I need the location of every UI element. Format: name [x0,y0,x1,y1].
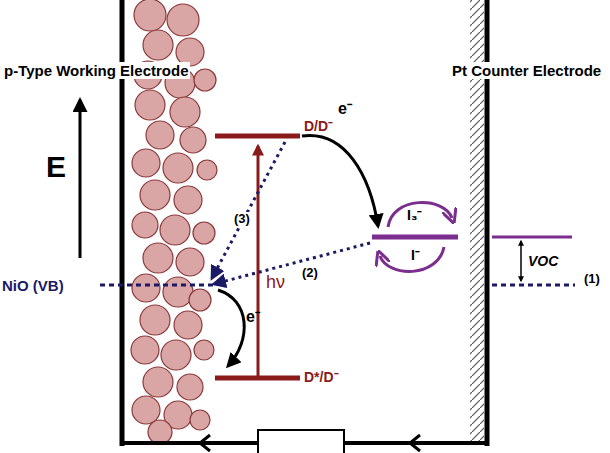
redox-cycle-top [388,202,452,227]
nio-particle [132,149,160,177]
redox-level [372,235,458,240]
callout-number: (3) [232,212,252,227]
electron-label: e⁻ [244,308,262,326]
electrode-title: Pt Counter Electrode [450,62,603,79]
level-label: D*/D⁻ [302,369,341,385]
redox-level-ce [492,236,572,239]
nio-particle [174,186,202,214]
redox-cycle-bottom [380,247,444,272]
nio-particle [177,374,203,400]
nio-particle [167,4,199,36]
nio-particle [140,305,170,335]
electron-label: e⁻ [336,100,354,118]
species-label: I⁻ [409,247,422,263]
dye-excited-level [215,376,300,381]
fermi-level-ce [492,284,575,287]
nio-particle [143,30,173,60]
nio-particle [146,121,174,149]
nio-particle [135,90,165,120]
level-label: D/D⁻ [302,118,335,134]
dye-reduced-level [215,134,300,139]
nio-particle [140,180,170,210]
nio-particle [143,367,173,397]
electrode-title: p-Type Working Electrode [2,62,190,79]
level-label: NiO (VB) [0,277,66,294]
nio-particle [180,127,206,153]
callout-number: (2) [300,266,320,281]
nio-particle [194,340,214,360]
nio-particle [193,222,215,244]
photon-label: hν [264,272,287,293]
axis-label: E [44,150,68,185]
nio-particle [194,69,216,91]
nio-particle [132,396,160,424]
nio-particle [134,0,166,31]
nio-particle [132,212,158,238]
callout-number: (1) [582,272,602,287]
recombination-2 [214,243,370,284]
nio-particle [160,215,190,245]
nio-particle [176,248,204,276]
nio-particle [189,289,211,311]
voc-arrow [520,241,522,281]
nio-particle [132,274,160,302]
nio-particle [174,311,202,339]
nio-vb-level [100,284,215,287]
electron-transfer-dye-redox [302,135,378,226]
load-resistor [258,430,344,453]
nio-particle [197,160,217,180]
energy-axis [79,100,82,258]
nio-particle [163,153,193,183]
voltage-label: VOC [526,253,560,269]
nio-particle [163,277,193,307]
nio-particle [131,336,159,364]
species-label: I₃⁻ [405,207,424,223]
excitation-arrow [257,146,260,376]
recombination-3 [212,142,285,278]
nio-particle [170,97,200,127]
nio-particle [143,243,173,273]
hole-injection-arrow [218,290,244,366]
nio-particle [190,410,210,430]
nio-particle [148,420,172,444]
nio-particle [161,340,191,370]
